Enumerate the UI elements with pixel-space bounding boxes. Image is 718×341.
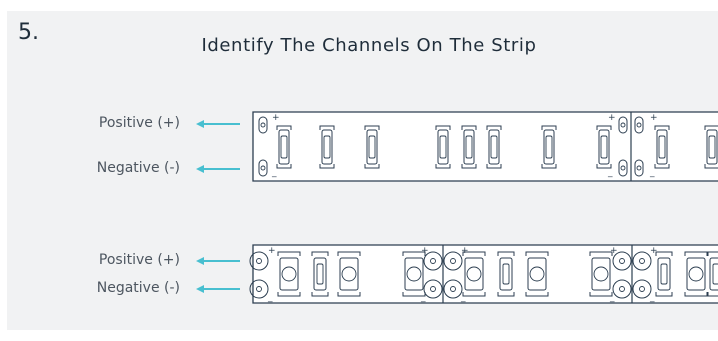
led-chip-icon [525,251,549,297]
solder-pad-icon [423,251,443,271]
solder-pad-icon [612,251,632,271]
pad-positive-sign: + [268,246,276,256]
solder-pad-icon [249,251,269,271]
solder-pad-icon [632,251,652,271]
solder-pad-icon [249,279,269,299]
led-chip-icon [684,251,708,297]
pad-positive-sign: + [608,113,616,123]
led-chip-icon [497,251,515,297]
pad-positive-sign: + [461,246,469,256]
strip-2-negative-label: Negative (-) [96,280,180,296]
led-chip-icon [654,125,670,169]
strip-2-body [252,244,718,304]
arrows-group [196,120,240,293]
pad-positive-sign: + [650,113,658,123]
solder-pad-icon [612,279,632,299]
led-chip-icon [337,251,361,297]
pad-negative-sign: _ [609,293,615,303]
pad-positive-sign: + [650,246,658,256]
led-strip-double-row: + _ + + _ _ + + _ _ [249,244,718,304]
pad-positive-sign: + [272,113,280,123]
led-strip-single-row: + _ + + _ _ [252,111,718,182]
led-chip-icon [704,125,718,169]
led-chip-icon [596,125,612,169]
led-chip-icon [277,251,301,297]
pad-negative-sign: _ [267,293,273,303]
page-title: Identify The Channels On The Strip [201,35,537,56]
arrow-left-icon [196,285,240,293]
solder-pad-icon [634,159,644,177]
pad-negative-sign: _ [460,293,466,303]
solder-pad-icon [618,159,628,177]
solder-pad-icon [443,251,463,271]
pad-negative-sign: _ [607,168,613,178]
pad-positive-sign: + [421,246,429,256]
strip-1-negative-label: Negative (-) [96,160,180,176]
solder-pad-icon [258,159,268,177]
pad-negative-sign: _ [420,293,426,303]
led-chip-icon [319,125,335,169]
led-chip-icon [276,125,292,169]
pad-negative-sign: _ [271,168,277,178]
pad-negative-sign: _ [649,168,655,178]
solder-pad-icon [423,279,443,299]
led-chip-icon [707,251,718,297]
arrow-left-icon [196,257,240,265]
led-chip-icon [486,125,502,169]
strip-1-body [252,111,718,182]
solder-pad-icon [618,116,628,134]
led-chip-icon [461,125,477,169]
led-chip-icon [462,251,486,297]
led-chip-icon [311,251,329,297]
led-chip-icon [435,125,451,169]
strip-2-positive-label: Positive (+) [98,252,180,268]
led-chip-icon [364,125,380,169]
step-number: 5. [18,20,39,45]
solder-pad-icon [443,279,463,299]
led-chip-icon [655,251,673,297]
pad-positive-sign: + [610,246,618,256]
solder-pad-icon [634,116,644,134]
arrow-left-icon [196,165,240,173]
pad-negative-sign: _ [649,293,655,303]
strip-1-positive-label: Positive (+) [98,115,180,131]
solder-pad-icon [258,116,268,134]
solder-pad-icon [632,279,652,299]
led-chip-icon [541,125,557,169]
arrow-left-icon [196,120,240,128]
led-chip-icon [589,251,613,297]
